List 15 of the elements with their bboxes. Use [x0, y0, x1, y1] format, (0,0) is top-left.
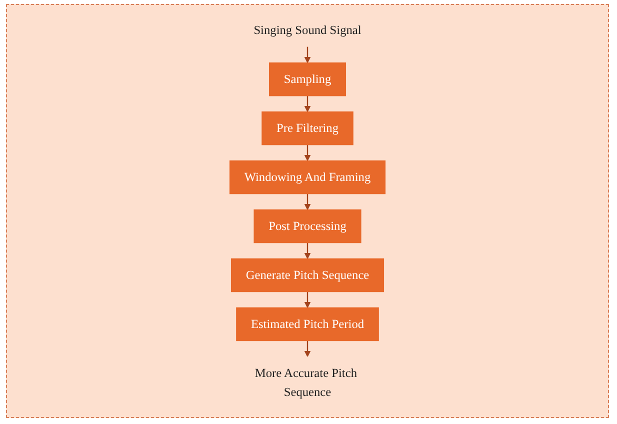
node-box: Sampling: [268, 62, 346, 96]
node-box: Generate Pitch Sequence: [230, 258, 384, 292]
node-box: Post Processing: [254, 209, 362, 244]
arrow: [304, 144, 311, 162]
node-text: More Accurate Pitch Sequence: [254, 366, 358, 398]
arrow: [304, 46, 311, 64]
node-box: Pre Filtering: [262, 111, 354, 146]
arrow: [304, 96, 311, 112]
arrow: [304, 340, 311, 357]
arrow: [304, 194, 311, 210]
node-box: Windowing And Framing: [229, 160, 386, 194]
node-text: Singing Sound Signal: [254, 23, 362, 38]
node-box: Estimated Pitch Period: [236, 307, 379, 342]
arrow: [304, 292, 311, 308]
arrow: [304, 242, 311, 259]
